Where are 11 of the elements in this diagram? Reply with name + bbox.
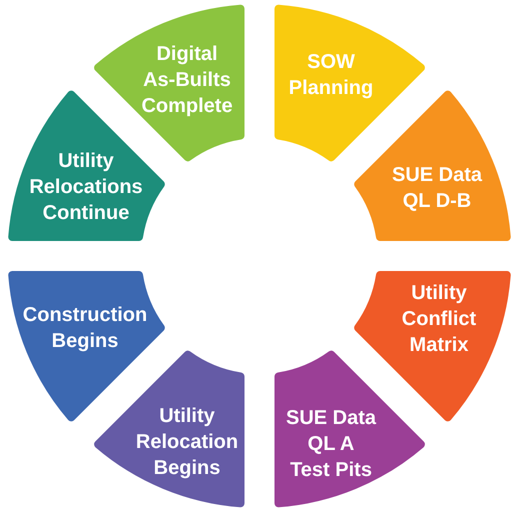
- segment-label: SOW Planning: [288, 50, 374, 101]
- segment-label: Utility Relocation Begins: [136, 404, 238, 481]
- cycle-segment: [274, 4, 425, 162]
- segment-label: SUE Data QL D-B: [392, 163, 482, 214]
- cycle-segment: [274, 350, 425, 508]
- cycle-segment: [94, 350, 245, 508]
- segment-label: Utility Conflict Matrix: [402, 281, 476, 358]
- segment-label: SUE Data QL A Test Pits: [286, 406, 376, 483]
- segment-label: Utility Relocations Continue: [29, 149, 143, 226]
- segment-label: Construction Begins: [22, 303, 148, 354]
- segment-label: Digital As-Builts Complete: [141, 42, 233, 119]
